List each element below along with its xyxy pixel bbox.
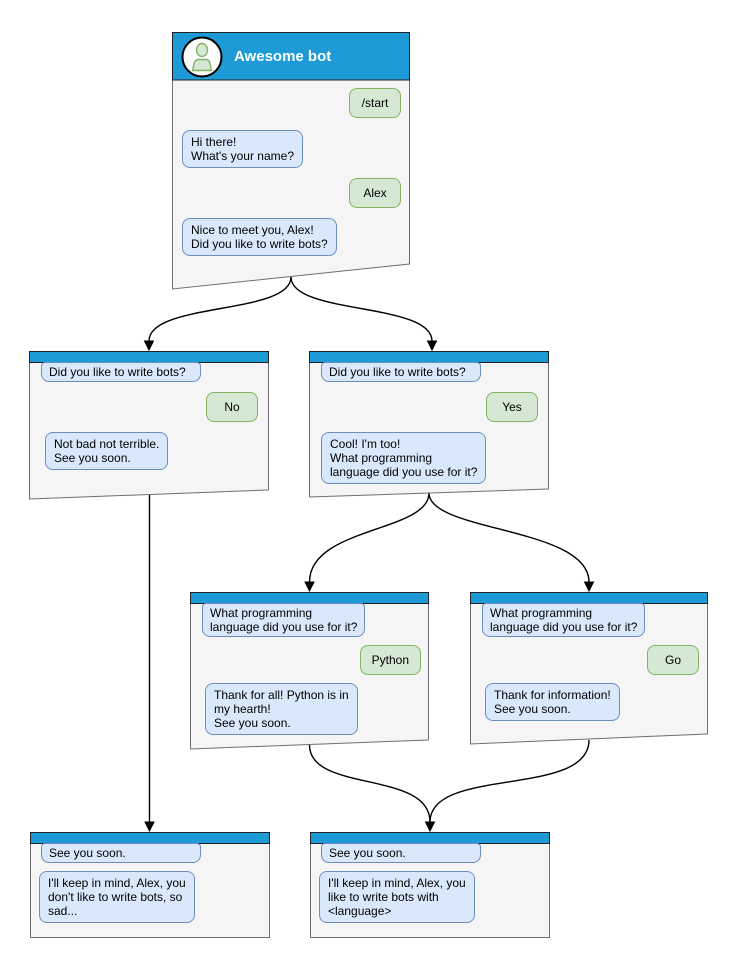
edge-yes-to-python-branch[interactable] [304,492,430,593]
edge-go-to-end[interactable] [424,739,590,833]
edge-yes-to-go-branch[interactable] [428,492,595,593]
edge-root-to-no-branch[interactable] [143,276,292,352]
bot-message-bubble[interactable]: Cool! I'm too! What programming language… [321,432,487,484]
user-message-bubble[interactable]: Alex [349,178,401,208]
bot-message-bubble[interactable]: Nice to meet you, Alex! Did you like to … [182,218,337,256]
bot-message-bubble[interactable]: See you soon. [321,843,481,863]
bot-message-bubble[interactable]: What programming language did you use fo… [482,603,646,637]
edge-no-to-end[interactable] [144,495,155,833]
chat-window-end-language[interactable]: See you soon. I'll keep in mind, Alex, y… [310,832,550,938]
bot-message-bubble[interactable]: Did you like to write bots? [321,362,481,382]
person-icon [181,36,223,77]
chat-window-python-branch[interactable]: What programming language did you use fo… [190,592,429,750]
chat-window-no-branch[interactable]: Did you like to write bots? No Not bad n… [29,351,269,500]
user-message-bubble[interactable]: Python [359,645,421,675]
bot-message-bubble[interactable]: What programming language did you use fo… [202,603,366,637]
bot-message-bubble[interactable]: See you soon. [41,843,201,863]
chat-title: Awesome bot [234,48,332,65]
chat-window-end-no[interactable]: See you soon. I'll keep in mind, Alex, y… [30,832,270,938]
user-message-bubble[interactable]: Go [647,645,699,675]
edge-root-to-yes-branch[interactable] [290,276,438,352]
user-message-bubble[interactable]: Yes [486,392,538,422]
bot-message-bubble[interactable]: Not bad not terrible. See you soon. [45,432,169,470]
user-message-bubble[interactable]: /start [349,88,401,118]
bot-message-bubble[interactable]: I'll keep in mind, Alex, you like to wri… [319,871,475,923]
bot-message-bubble[interactable]: Thank for information! See you soon. [485,683,620,721]
chat-window-go-branch[interactable]: What programming language did you use fo… [470,592,708,745]
bot-message-bubble[interactable]: Thank for all! Python is in my hearth! S… [205,683,358,735]
bot-message-bubble[interactable]: Did you like to write bots? [41,362,201,382]
bot-message-bubble[interactable]: Hi there! What's your name? [182,130,304,168]
bot-message-bubble[interactable]: I'll keep in mind, Alex, you don't like … [39,871,195,923]
chat-window-root[interactable]: Awesome bot /start Hi there! What's your… [172,32,410,290]
chat-header: Awesome bot [173,33,409,80]
chat-window-yes-branch[interactable]: Did you like to write bots? Yes Cool! I'… [309,351,549,498]
user-message-bubble[interactable]: No [206,392,258,422]
edge-python-to-end[interactable] [308,744,431,823]
